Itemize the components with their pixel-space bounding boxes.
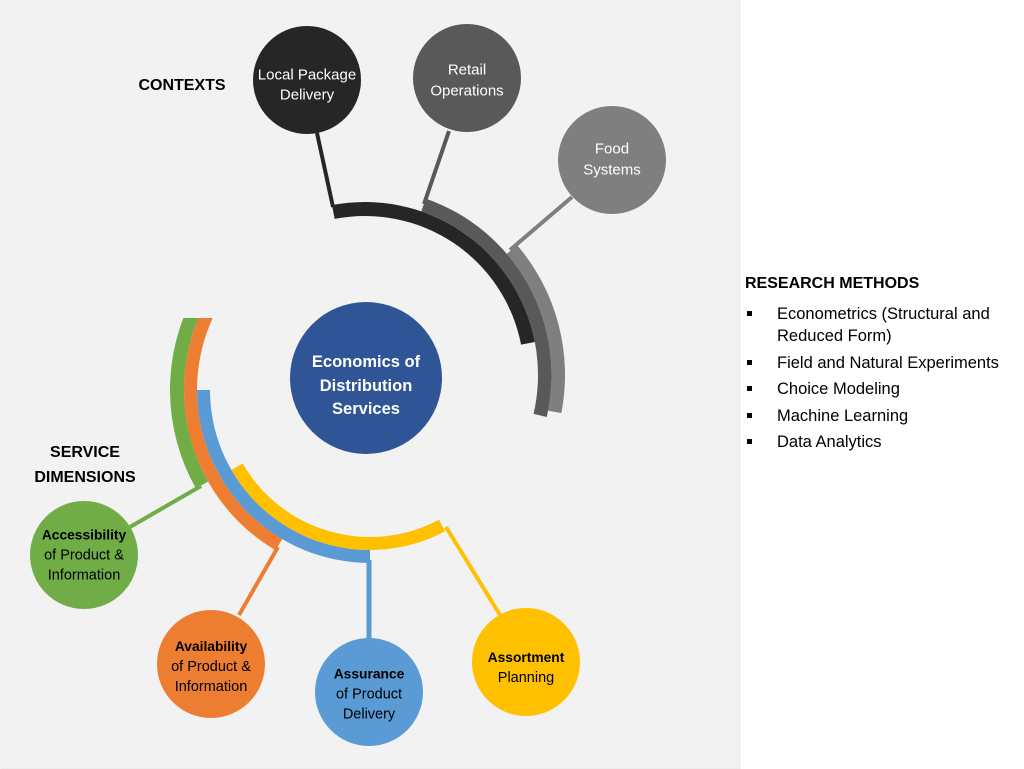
list-item-text: Econometrics (Structural and Reduced For…: [777, 305, 990, 345]
arc-assurance: [197, 390, 370, 563]
square-bullet-icon: [747, 359, 752, 365]
dimension-text-line: Delivery: [343, 707, 396, 723]
dimension-node-accessibility: Accessibility of Product & Information: [30, 501, 138, 609]
context-text-line: Food: [595, 141, 629, 158]
connector-retail-operations: [422, 130, 451, 205]
context-text-line: Systems: [583, 162, 641, 179]
dimension-circle: [472, 608, 580, 716]
list-item: Field and Natural Experiments: [745, 352, 1021, 374]
context-node-food-systems: Food Systems: [558, 106, 666, 214]
research-methods-panel: RESEARCH METHODS Econometrics (Structura…: [745, 274, 1021, 458]
context-circle: [413, 24, 521, 132]
list-item: Choice Modeling: [745, 378, 1021, 400]
context-text-line: Local Package: [258, 67, 356, 84]
dimension-node-assortment: Assortment Planning: [472, 608, 580, 716]
center-text-line: Distribution: [320, 377, 413, 395]
connector-assortment: [444, 525, 502, 617]
dimension-title: Assurance: [334, 667, 405, 682]
list-item: Econometrics (Structural and Reduced For…: [745, 303, 1021, 347]
arc-food-systems: [506, 245, 566, 414]
dimension-text-line: of Product: [336, 687, 402, 703]
dimension-title: Accessibility: [42, 528, 127, 543]
center-text-line: Services: [332, 400, 400, 418]
dimension-text-line: Information: [175, 679, 248, 695]
list-item-text: Machine Learning: [777, 406, 909, 425]
list-item: Machine Learning: [745, 405, 1021, 427]
dimension-text-line: Information: [48, 568, 121, 584]
dimension-title: Assortment: [488, 650, 565, 665]
list-item: Data Analytics: [745, 431, 1021, 453]
center-text-line: Economics of: [312, 353, 421, 371]
context-text-line: Operations: [430, 83, 503, 100]
context-circle: [558, 106, 666, 214]
connector-food-systems: [508, 195, 574, 252]
square-bullet-icon: [747, 439, 752, 444]
connector-accessibility: [128, 484, 203, 529]
dimension-node-availability: Availability of Product & Information: [157, 610, 265, 718]
arc-accessibility: [170, 318, 209, 489]
context-text-line: Retail: [448, 62, 486, 79]
service-dimensions-label-line-2: DIMENSIONS: [34, 469, 136, 486]
connector-local-package-delivery: [315, 132, 335, 208]
dimension-node-assurance: Assurance of Product Delivery: [315, 638, 423, 746]
dimension-text-line: of Product &: [44, 548, 124, 564]
arc-availability: [184, 318, 283, 551]
context-node-local-package-delivery: Local Package Delivery: [253, 26, 361, 134]
arc-assortment: [231, 463, 446, 550]
context-text-line: Delivery: [280, 87, 335, 104]
square-bullet-icon: [747, 386, 752, 391]
dimension-circle: [157, 610, 265, 718]
square-bullet-icon: [747, 311, 752, 316]
dimension-circle: [30, 501, 138, 609]
service-dimensions-label-line-1: SERVICE: [50, 444, 120, 461]
context-circle: [253, 26, 361, 134]
list-item-text: Choice Modeling: [777, 380, 900, 398]
contexts-label: CONTEXTS: [138, 77, 225, 94]
dimension-title: Availability: [175, 639, 248, 654]
context-node-retail-operations: Retail Operations: [413, 24, 521, 132]
list-item-text: Field and Natural Experiments: [777, 353, 999, 372]
research-methods-list: Econometrics (Structural and Reduced For…: [745, 303, 1021, 453]
connector-availability: [237, 546, 280, 616]
arc-local-package-delivery: [331, 202, 535, 345]
research-methods-title: RESEARCH METHODS: [745, 275, 920, 292]
center-circle: [290, 302, 442, 454]
center-node-economics-of-distribution-services: Economics of Distribution Services: [290, 302, 442, 454]
dimension-circle: [315, 638, 423, 746]
list-item-text: Data Analytics: [777, 433, 882, 451]
dimension-text-line: of Product &: [171, 659, 251, 675]
arc-retail-operations: [421, 198, 552, 417]
dimension-text-line: Planning: [498, 670, 554, 686]
square-bullet-icon: [747, 412, 752, 418]
